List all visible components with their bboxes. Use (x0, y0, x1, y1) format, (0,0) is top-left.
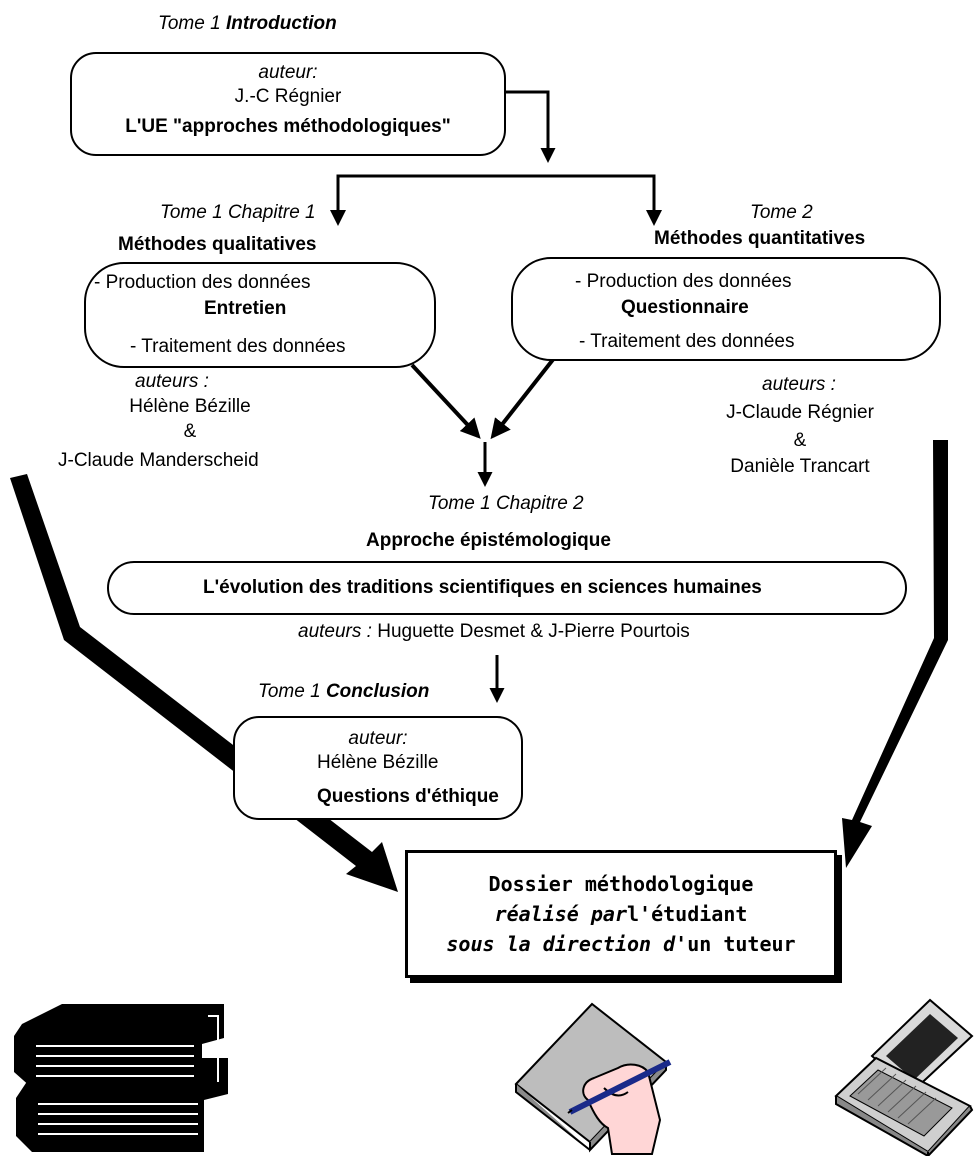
intro-auteur: J.-C Régnier (234, 86, 342, 107)
qual-author2: J-Claude Manderscheid (58, 450, 259, 471)
epist-auteurs: auteurs : Huguette Desmet & J-Pierre Pou… (298, 621, 690, 643)
qual-author1: Hélène Bézille (129, 396, 251, 417)
dossier-line2: réalisé parl'étudiant (408, 903, 834, 925)
concl-subject: Questions d'éthique (317, 786, 499, 807)
intro-connector (503, 90, 556, 163)
qual-title: Méthodes qualitatives (118, 234, 317, 255)
concl-tome-label: Tome 1 (258, 681, 321, 702)
dossier-line2-italic: réalisé par (494, 902, 628, 926)
epist-auteurs-label: auteurs : (298, 621, 372, 642)
dossier-line3: sous la direction d'un tuteur (408, 933, 834, 955)
branch-connector (336, 174, 656, 222)
intro-title: Introduction (225, 13, 337, 34)
thick-left-arrow (10, 474, 398, 892)
epist-box: L'évolution des traditions scientifiques… (107, 561, 907, 615)
epist-title: Approche épistémologique (366, 530, 611, 551)
intro-subject: L'UE "approches méthodologiques" (125, 116, 451, 137)
quant-box: - Production des données Questionnaire -… (511, 257, 941, 361)
dossier-line3-italic: sous la direction d' (446, 932, 688, 956)
quant-tome: Tome 2 (750, 202, 813, 223)
dossier-box: Dossier méthodologique réalisé parl'étud… (405, 850, 837, 978)
quant-author2: Danièle Trancart (730, 456, 870, 477)
concl-auteur: Hélène Bézille (317, 752, 439, 773)
qual-line1: - Production des données (94, 272, 311, 293)
epist-auteurs-names: Huguette Desmet & J-Pierre Pourtois (377, 621, 690, 642)
books-icon (14, 1004, 228, 1152)
quant-line2: Questionnaire (621, 297, 749, 318)
intro-tome-label: Tome 1 (158, 13, 221, 34)
merge-arrow-left (410, 363, 481, 439)
quant-auteurs-label: auteurs : (762, 374, 836, 395)
qual-amp: & (183, 421, 197, 442)
thick-right-arrow (842, 440, 948, 868)
concl-box: auteur: Hélène Bézille Questions d'éthiq… (233, 716, 523, 820)
intro-tome: Tome 1 Introduction (158, 13, 337, 35)
laptop-icon (834, 998, 974, 1156)
quant-author1: J-Claude Régnier (726, 402, 874, 423)
dossier-line2-rest: l'étudiant (627, 902, 748, 926)
qual-box: - Production des données Entretien - Tra… (84, 262, 436, 368)
dossier-line3-rest: un tuteur (687, 932, 796, 956)
intro-auteur-label: auteur: (258, 62, 318, 83)
qual-line3: - Traitement des données (130, 336, 346, 357)
writing-hand-icon (514, 1002, 672, 1155)
branch-arrow-right (646, 210, 662, 226)
merge-arrow-right (490, 355, 557, 440)
qual-auteurs-label: auteurs : (135, 371, 209, 392)
branch-arrow-left (330, 210, 346, 226)
qual-tome: Tome 1 Chapitre 1 (160, 202, 316, 223)
dossier-line1: Dossier méthodologique (488, 872, 754, 896)
quant-line1: - Production des données (575, 271, 792, 292)
concl-tome: Tome 1 Conclusion (258, 681, 429, 703)
epist-tome: Tome 1 Chapitre 2 (428, 493, 584, 514)
concl-auteur-label: auteur: (348, 728, 408, 749)
qual-line2: Entretien (204, 298, 287, 319)
concl-title: Conclusion (325, 681, 430, 702)
quant-line3: - Traitement des données (579, 331, 795, 352)
quant-amp: & (793, 430, 807, 451)
quant-title: Méthodes quantitatives (654, 228, 866, 249)
epist-box-text: L'évolution des traditions scientifiques… (203, 577, 762, 598)
intro-box: auteur: J.-C Régnier L'UE "approches mét… (70, 52, 506, 156)
